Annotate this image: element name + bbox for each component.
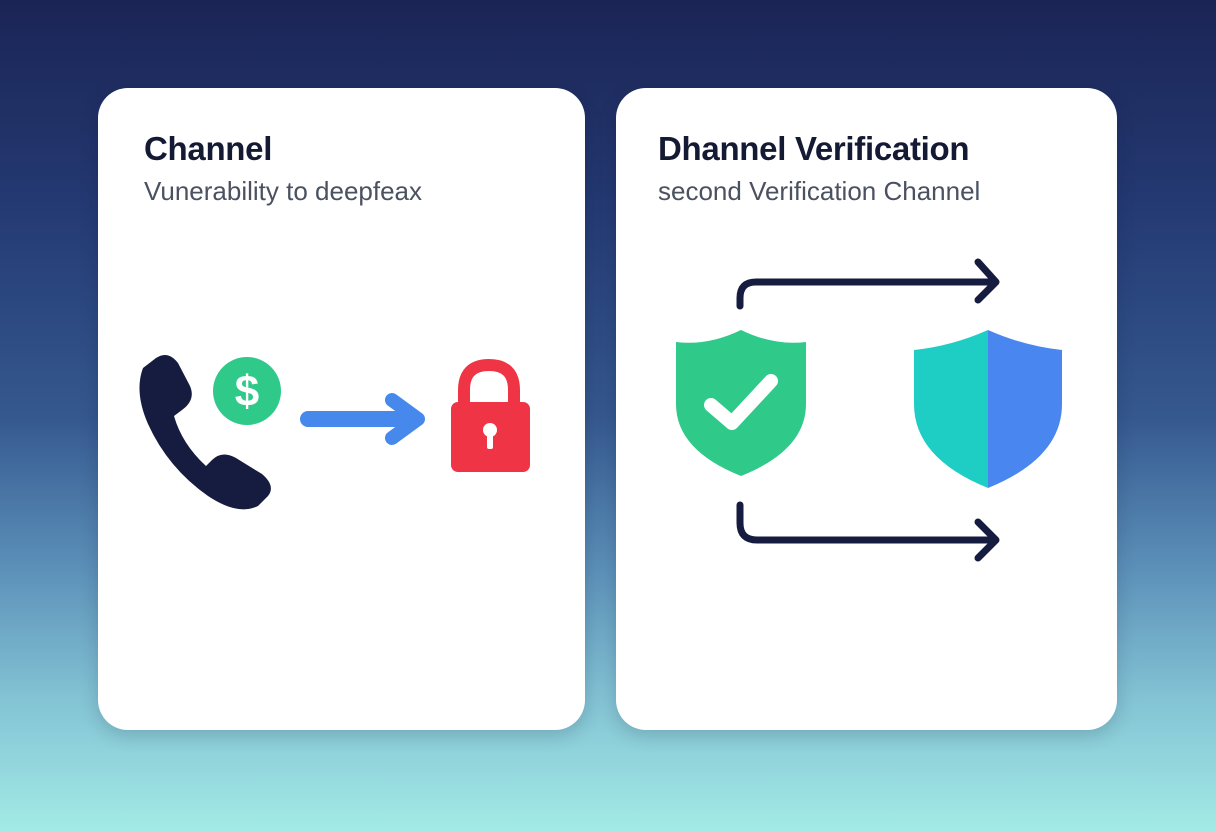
channel-card: Channel Vunerability to deepfeax $ [98, 88, 585, 730]
dollar-icon: $ [213, 357, 281, 425]
shield-icon [914, 330, 1062, 488]
card-subtitle: Vunerability to deepfeax [144, 176, 423, 206]
shield-check-icon [676, 330, 806, 476]
card-title: Dhannel Verification [658, 130, 970, 167]
arrow-right-icon [300, 393, 425, 445]
verification-illustration [676, 258, 1062, 562]
card-title: Channel [144, 130, 273, 167]
padlock-icon [451, 358, 530, 472]
card-subtitle: second Verification Channel [658, 176, 981, 206]
arrow-bottom-icon [736, 501, 1000, 562]
phone-icon [139, 354, 271, 510]
dollar-symbol: $ [235, 367, 259, 416]
arrow-top-icon [736, 258, 1000, 310]
vulnerability-illustration: $ [139, 354, 530, 510]
verification-card: Dhannel Verification second Verification… [616, 88, 1117, 730]
